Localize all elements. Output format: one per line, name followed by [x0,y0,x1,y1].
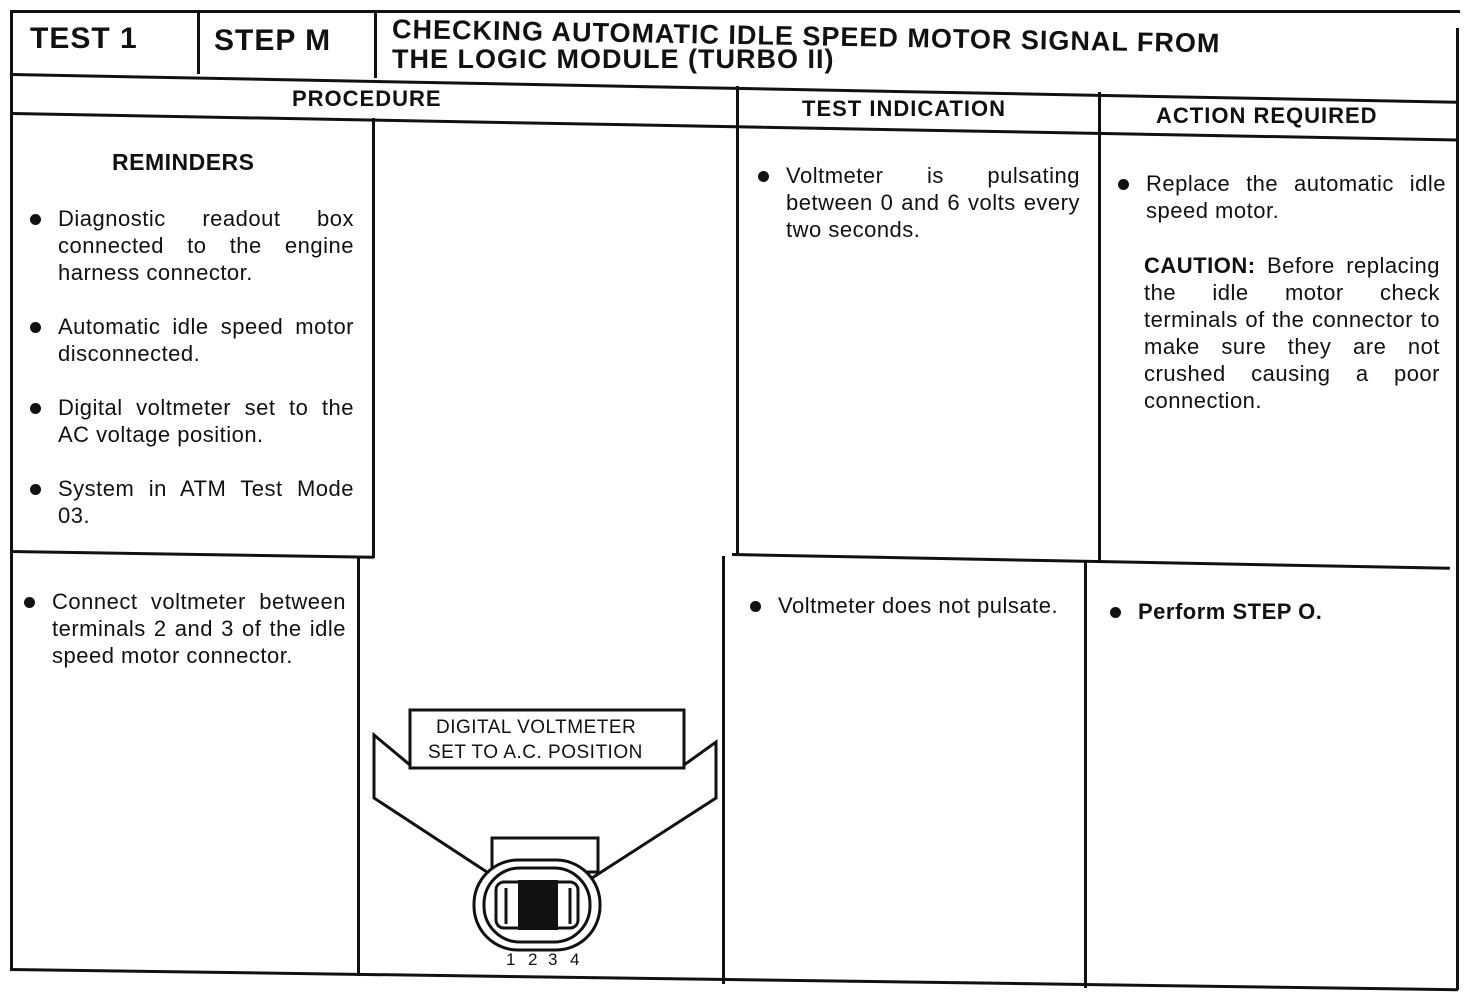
outer-border-right [1456,28,1459,990]
indication-row2: Voltmeter does not pulsate. [744,592,1074,619]
terminal-number-4: 4 [570,950,580,969]
indication-row2-list: Voltmeter does not pulsate. [744,592,1074,646]
indication-row1: Voltmeter is pulsating between 0 and 6 v… [752,162,1080,243]
bullet-icon [30,322,41,333]
reminder-item: Automatic idle speed motor disconnected. [24,313,354,367]
header-divider-1 [197,10,200,74]
header-divider-2 [374,10,377,78]
row-separator-right [731,553,1450,570]
caution-text: Before replacing the idle motor check te… [1144,253,1440,413]
reminder-item: System in ATM Test Mode 03. [24,475,354,529]
action-required-column-header: ACTION REQUIRED [1156,103,1378,128]
bullet-icon [758,171,769,182]
col-divider-procedure-left-lower [357,556,360,976]
voltmeter-connector-diagram: DIGITAL VOLTMETER SET TO A.C. POSITION 1… [366,700,726,980]
action-row2-list: Perform STEP O. [1104,598,1438,652]
outer-border-left [10,10,13,970]
reminders-list: Diagnostic readout box connected to the … [24,205,354,556]
outer-border-bottom [9,968,1458,992]
bullet-icon [30,403,41,414]
title-line-2: THE LOGIC MODULE (TURBO II) [392,44,835,74]
outer-border-top [10,10,1460,13]
action-row1: Replace the automatic idle speed motor. [1112,170,1446,224]
col-divider-indication [736,86,739,556]
col-divider-action-lower [1084,562,1087,988]
connector-illustration [372,708,718,952]
reminder-item: Diagnostic readout box connected to the … [24,205,354,286]
test-number-label: TEST 1 [30,22,138,55]
col-divider-action [1098,92,1101,562]
caution-note: CAUTION: Before replacing the idle motor… [1144,252,1440,414]
caution-label: CAUTION: [1144,253,1256,278]
col-divider-procedure-left [372,118,375,558]
bullet-icon [24,597,35,608]
action-row2: Perform STEP O. [1104,598,1438,625]
step-label: STEP M [214,24,332,57]
terminal-number-2: 2 [528,950,538,969]
bullet-icon [750,601,761,612]
bullet-icon [30,484,41,495]
header-bottom-line [11,73,1458,104]
action-row1-list: Replace the automatic idle speed motor. [1112,170,1446,251]
bullet-icon [1110,607,1121,618]
col-divider-indication-lower [722,556,725,984]
procedure-step-list: Connect voltmeter between terminals 2 an… [18,588,346,696]
bullet-icon [1118,179,1129,190]
reminder-item: Digital voltmeter set to the AC voltage … [24,394,354,448]
voltmeter-label-line-1: DIGITAL VOLTMETER [436,717,637,738]
indication-row1-list: Voltmeter is pulsating between 0 and 6 v… [752,162,1080,270]
procedure-column-header: PROCEDURE [292,86,442,111]
terminal-number-3: 3 [548,950,558,969]
bullet-icon [30,214,41,225]
voltmeter-label-line-2: SET TO A.C. POSITION [428,742,643,763]
terminal-number-1: 1 [506,950,516,969]
test-indication-column-header: TEST INDICATION [802,96,1007,121]
reminders-heading: REMINDERS [112,149,255,175]
procedure-step: Connect voltmeter between terminals 2 an… [18,588,346,669]
